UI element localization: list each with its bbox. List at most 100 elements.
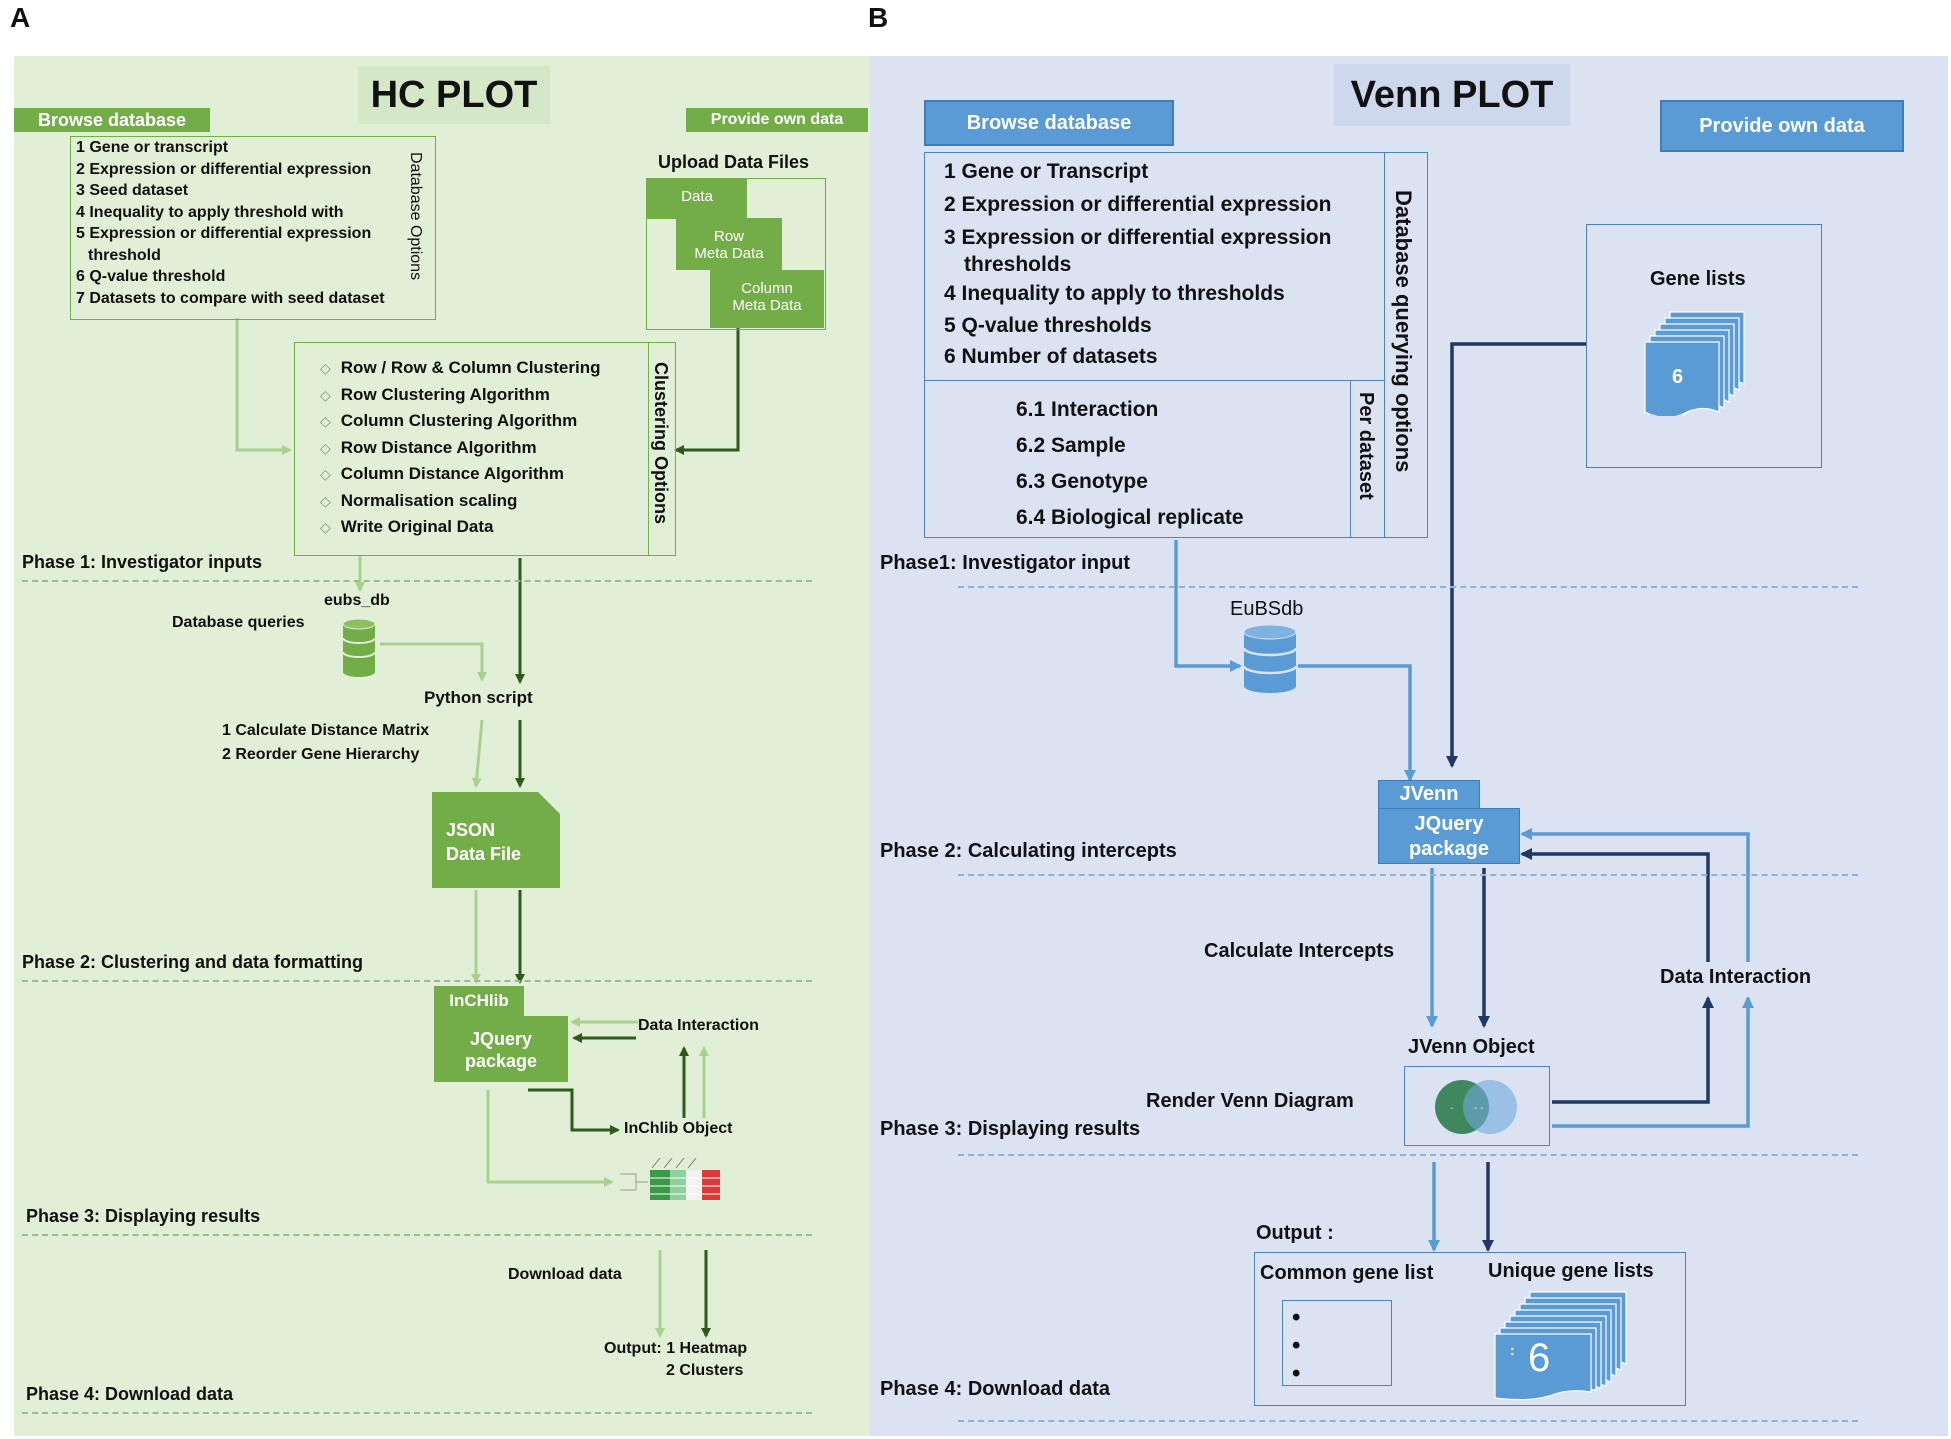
query-option: 1 Gene or Transcript <box>944 160 1149 183</box>
step-1-label: 1 Calculate Distance Matrix <box>222 722 430 739</box>
gene-lists-box <box>1586 224 1822 468</box>
phase-3-label: Phase 3: Displaying results <box>26 1206 261 1226</box>
querying-options-side-column <box>1384 152 1428 538</box>
clustering-option: ◇Column Clustering Algorithm <box>320 411 578 430</box>
venn-diagram-icon: - - - <box>1435 1080 1517 1134</box>
database-option: 5 Expression or differential expression <box>76 225 372 242</box>
json-file-icon <box>432 792 560 888</box>
database-option: 2 Expression or differential expression <box>76 160 372 178</box>
gene-lists-count: 6 <box>1672 366 1684 388</box>
clustering-option: ◇Write Original Data <box>320 517 494 536</box>
upload-files-box <box>646 178 826 330</box>
python-script-label: Python script <box>424 688 533 707</box>
clustering-options-label: Clustering Options <box>651 362 671 524</box>
eubs-db-label: eubs_db <box>324 592 390 609</box>
common-gene-list-label: Common gene list <box>1260 1262 1434 1284</box>
per-dataset-list: 6.1 Interaction 6.2 Sample 6.3 Genotype … <box>1016 392 1244 536</box>
output-clusters-label: 2 Clusters <box>666 1362 744 1379</box>
inchlib-tab: InCHlib <box>434 986 524 1016</box>
common-gene-list-box <box>1282 1300 1392 1386</box>
package-label: package <box>464 1051 538 1071</box>
clustering-option: ◇Row Distance Algorithm <box>320 437 537 457</box>
browse-database-tab: Browse database <box>14 108 210 132</box>
per-dataset-option: 6.2 Sample <box>1016 434 1126 457</box>
common-gene-list-bullets: ••• <box>1292 1304 1301 1387</box>
venn-plot-title: Venn PLOT <box>1334 64 1570 126</box>
svg-text:-: - <box>1450 1103 1453 1114</box>
eubsdb-cylinder-icon <box>1242 624 1298 693</box>
jvenn-object-box <box>1404 1066 1550 1146</box>
database-option: 7 Datasets to compare with seed dataset <box>76 289 385 307</box>
database-option: threshold <box>88 246 161 264</box>
phase-3-label-b: Phase 3: Displaying results <box>880 1118 1141 1140</box>
phase-1-label-b: Phase1: Investigator input <box>880 552 1131 574</box>
query-option: thresholds <box>964 253 1072 276</box>
eubsdb-label: EuBSdb <box>1230 598 1304 620</box>
database-querying-options-list: 1 Gene or Transcript 2 Expression or dif… <box>944 155 1331 372</box>
database-cylinder-icon <box>342 618 376 677</box>
query-option: 6 Number of datasets <box>944 345 1158 368</box>
panel-b-letter: B <box>868 2 889 33</box>
unique-gene-lists-stack-icon <box>1494 1291 1627 1401</box>
phase-4-separator <box>22 1412 812 1414</box>
output-heatmap-label: Output: 1 Heatmap <box>604 1340 748 1357</box>
database-options-box <box>70 136 436 320</box>
clustering-option: ◇Column Distance Algorithm <box>320 464 564 483</box>
jvenn-jquery-package: JQuery package <box>1378 808 1520 864</box>
data-interaction-label-b: Data Interaction <box>1660 966 1812 988</box>
panel-a-letter: A <box>10 2 31 33</box>
data-interaction-label: Data Interaction <box>638 1017 759 1034</box>
heatmap-thumbnail <box>620 1157 720 1200</box>
jvenn-tab: JVenn <box>1378 780 1480 810</box>
download-data-label: Download data <box>508 1266 622 1283</box>
json-label-line-1: JSON <box>446 820 496 840</box>
per-dataset-option: 6.4 Biological replicate <box>1016 506 1244 529</box>
column-meta-line-2: Meta Data <box>732 297 802 314</box>
per-dataset-divider <box>924 380 1384 381</box>
row-meta-line-2: Meta Data <box>694 245 764 262</box>
database-querying-options-label: Database querying options <box>1391 190 1416 473</box>
per-dataset-option: 6.1 Interaction <box>1016 398 1159 421</box>
phase-4-label-b: Phase 4: Download data <box>880 1378 1111 1400</box>
jvenn-jquery-label: JQuery <box>1414 813 1484 835</box>
svg-text:- -: - - <box>1474 1103 1483 1114</box>
phase-4-separator-b <box>958 1420 1858 1422</box>
query-option: 2 Expression or differential expression <box>944 193 1332 216</box>
database-option: 3 Seed dataset <box>76 182 189 199</box>
phase-1-label: Phase 1: Investigator inputs <box>22 552 263 572</box>
phase-3-separator <box>22 1234 812 1236</box>
gene-lists-title: Gene lists <box>1650 268 1746 290</box>
unique-lists-dots: : <box>1510 1342 1515 1358</box>
clustering-option: ◇Normalisation scaling <box>320 490 518 510</box>
column-meta-line-1: Column <box>741 280 793 297</box>
phase-1-separator <box>22 580 812 582</box>
inchlib-object-label: InChlib Object <box>624 1120 733 1137</box>
database-querying-options-box <box>924 152 1428 538</box>
jquery-label: JQuery <box>469 1029 533 1049</box>
clustering-option: ◇Row Clustering Algorithm <box>320 384 550 404</box>
query-option: 5 Q-value thresholds <box>944 314 1152 337</box>
phase-2-label: Phase 2: Clustering and data formatting <box>22 952 364 972</box>
output-box <box>1254 1252 1686 1406</box>
database-option: 1 Gene or transcript <box>76 139 229 156</box>
row-meta-data-file-icon: Row Meta Data <box>676 218 782 270</box>
render-venn-diagram-label: Render Venn Diagram <box>1146 1090 1354 1112</box>
row-meta-line-1: Row <box>713 228 744 245</box>
gene-lists-stack-icon <box>1644 311 1745 416</box>
provide-own-data-tab-b: Provide own data <box>1660 100 1904 152</box>
unique-gene-lists-label: Unique gene lists <box>1488 1260 1654 1282</box>
database-queries-label: Database queries <box>172 614 305 631</box>
per-dataset-label: Per dataset <box>1355 392 1377 500</box>
database-options-label: Database Options <box>407 152 424 281</box>
jvenn-package-label: package <box>1408 838 1490 860</box>
phase-4-label: Phase 4: Download data <box>26 1384 234 1404</box>
clustering-options-list: ◇Row / Row & Column Clustering ◇Row Clus… <box>320 355 601 541</box>
inchlib-jquery-package: JQuery package <box>434 1016 568 1082</box>
hc-plot-title: HC PLOT <box>358 66 550 124</box>
database-option: 6 Q-value threshold <box>76 268 226 285</box>
column-meta-data-file-icon: Column Meta Data <box>710 270 824 328</box>
output-label-b: Output : <box>1256 1222 1334 1244</box>
per-dataset-side-column <box>1350 380 1384 538</box>
unique-gene-lists-count: 6 <box>1528 1336 1551 1380</box>
phase-2-label-b: Phase 2: Calculating intercepts <box>880 840 1177 862</box>
